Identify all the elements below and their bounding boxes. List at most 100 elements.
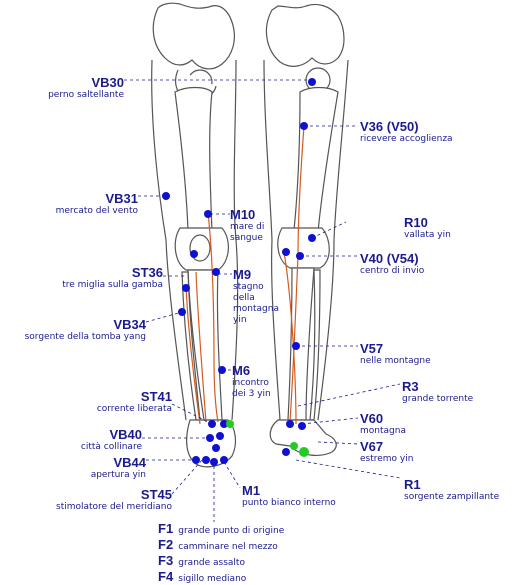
leader-m1 — [223, 461, 241, 489]
label-r10-code: R10 — [404, 215, 428, 230]
leader-vb34 — [145, 311, 183, 323]
leader-st41 — [171, 403, 213, 425]
back-foot — [269, 419, 337, 456]
point-f3 — [216, 432, 224, 440]
label-vb31: VB31 mercato del vento — [30, 192, 138, 217]
label-f1: F1 grande punto di origine — [158, 518, 284, 537]
leader-v67 — [317, 441, 359, 445]
point-m10 — [204, 210, 212, 218]
label-v60: V60 montagna — [360, 412, 406, 437]
label-v40: V40 (V54) centro di invio — [360, 252, 424, 277]
point-v40-a — [282, 248, 290, 256]
label-m1-code: M1 — [242, 483, 261, 498]
label-v60-desc: montagna — [360, 426, 406, 436]
point-st45 — [202, 456, 210, 464]
label-vb44: VB44 apertura yin — [60, 456, 146, 481]
label-f3-code: F3 — [158, 553, 174, 568]
label-m6: M6 incontro dei 3 yin — [232, 364, 271, 400]
point-v67-a — [282, 448, 290, 456]
label-st45-code: ST45 — [140, 487, 172, 502]
label-st36-code: ST36 — [131, 265, 163, 280]
point-f4 — [220, 420, 228, 428]
label-m9-desc4: yin — [233, 315, 247, 325]
label-f3: F3 grande assalto — [158, 550, 245, 569]
label-vb31-desc: mercato del vento — [55, 206, 138, 216]
label-vb40: VB40 città collinare — [60, 428, 142, 453]
point-vb34 — [178, 308, 186, 316]
label-r10: R10 vallata yin — [404, 216, 451, 241]
label-st45: ST45 stimolatore del meridiano — [30, 488, 172, 513]
point-v60 — [298, 422, 306, 430]
label-m1-desc: punto bianco interno — [242, 498, 336, 508]
point-green-front — [226, 420, 234, 428]
label-vb34-code: VB34 — [113, 317, 146, 332]
label-vb34-desc: sorgente della tomba yang — [24, 332, 146, 342]
label-v67-code: V67 — [360, 439, 384, 454]
label-vb44-code: VB44 — [113, 455, 146, 470]
label-m1: M1 punto bianco interno — [242, 484, 336, 509]
point-r10 — [308, 234, 316, 242]
leader-r3 — [297, 383, 401, 407]
label-vb40-code: VB40 — [109, 427, 142, 442]
label-v40-desc: centro di invio — [360, 266, 425, 276]
label-st36-desc: tre miglia sulla gamba — [62, 280, 163, 290]
label-vb30-desc: perno saltellante — [48, 90, 124, 100]
label-m9-code: M9 — [233, 267, 252, 282]
label-v36-code: V36 (V50) — [360, 119, 419, 134]
point-vb30 — [308, 78, 316, 86]
label-f2: F2 camminare nel mezzo — [158, 534, 278, 553]
label-f4: F4 sigillo mediano — [158, 566, 246, 585]
point-vb44 — [192, 456, 200, 464]
label-vb30: VB30 perno saltellante — [40, 76, 124, 101]
point-m1 — [220, 456, 228, 464]
leader-st45 — [171, 459, 203, 495]
label-v67: V67 estremo yin — [360, 440, 413, 465]
label-r1-code: R1 — [404, 477, 421, 492]
label-m10-desc2: sangue — [230, 233, 263, 243]
label-f2-code: F2 — [158, 537, 174, 552]
front-meridian-1 — [207, 211, 219, 423]
label-v67-desc: estremo yin — [360, 454, 414, 464]
label-v57: V57 nelle montagne — [360, 342, 431, 367]
point-m9 — [212, 268, 220, 276]
leader-lines — [124, 79, 401, 522]
front-femur — [174, 86, 213, 233]
label-vb44-desc: apertura yin — [90, 470, 146, 480]
label-vb31-code: VB31 — [105, 191, 138, 206]
green-points — [226, 420, 309, 457]
front-foot — [186, 419, 237, 468]
label-st36: ST36 tre miglia sulla gamba — [40, 266, 163, 291]
label-m9-desc2: della — [233, 293, 255, 303]
point-green-v67-b — [299, 447, 309, 457]
leader-r10 — [311, 221, 347, 239]
front-leg-outline — [151, 59, 239, 421]
label-st45-desc: stimolatore del meridiano — [56, 502, 172, 512]
label-m9-desc3: montagna — [233, 304, 279, 314]
back-skeleton — [263, 3, 349, 456]
acupoints — [162, 78, 316, 466]
label-f4-desc: sigillo mediano — [178, 574, 247, 584]
label-vb34: VB34 sorgente della tomba yang — [6, 318, 146, 343]
label-m6-desc1: incontro — [232, 378, 269, 388]
point-vb40 — [206, 434, 214, 442]
front-meridian-2 — [195, 271, 207, 423]
label-v36: V36 (V50) ricevere accoglienza — [360, 120, 453, 145]
point-v40-b — [296, 252, 304, 260]
label-m6-desc2: dei 3 yin — [232, 389, 271, 399]
label-f1-code: F1 — [158, 521, 174, 536]
label-r3: R3 grande torrente — [402, 380, 473, 405]
label-m10-code: M10 — [230, 207, 256, 222]
point-st36-b — [182, 284, 190, 292]
label-r3-desc: grande torrente — [402, 394, 474, 404]
label-m9-desc1: stagno — [233, 282, 264, 292]
back-leg-outline — [263, 59, 349, 421]
point-green-v67-a — [290, 442, 298, 450]
label-f1-desc: grande punto di origine — [178, 526, 285, 536]
back-knee — [277, 227, 330, 269]
front-pelvis — [152, 2, 235, 70]
point-st41 — [208, 420, 216, 428]
back-femur — [293, 86, 339, 233]
front-meridian-3 — [185, 285, 201, 425]
label-f3-desc: grande assalto — [178, 558, 245, 568]
back-pelvis — [265, 3, 345, 67]
